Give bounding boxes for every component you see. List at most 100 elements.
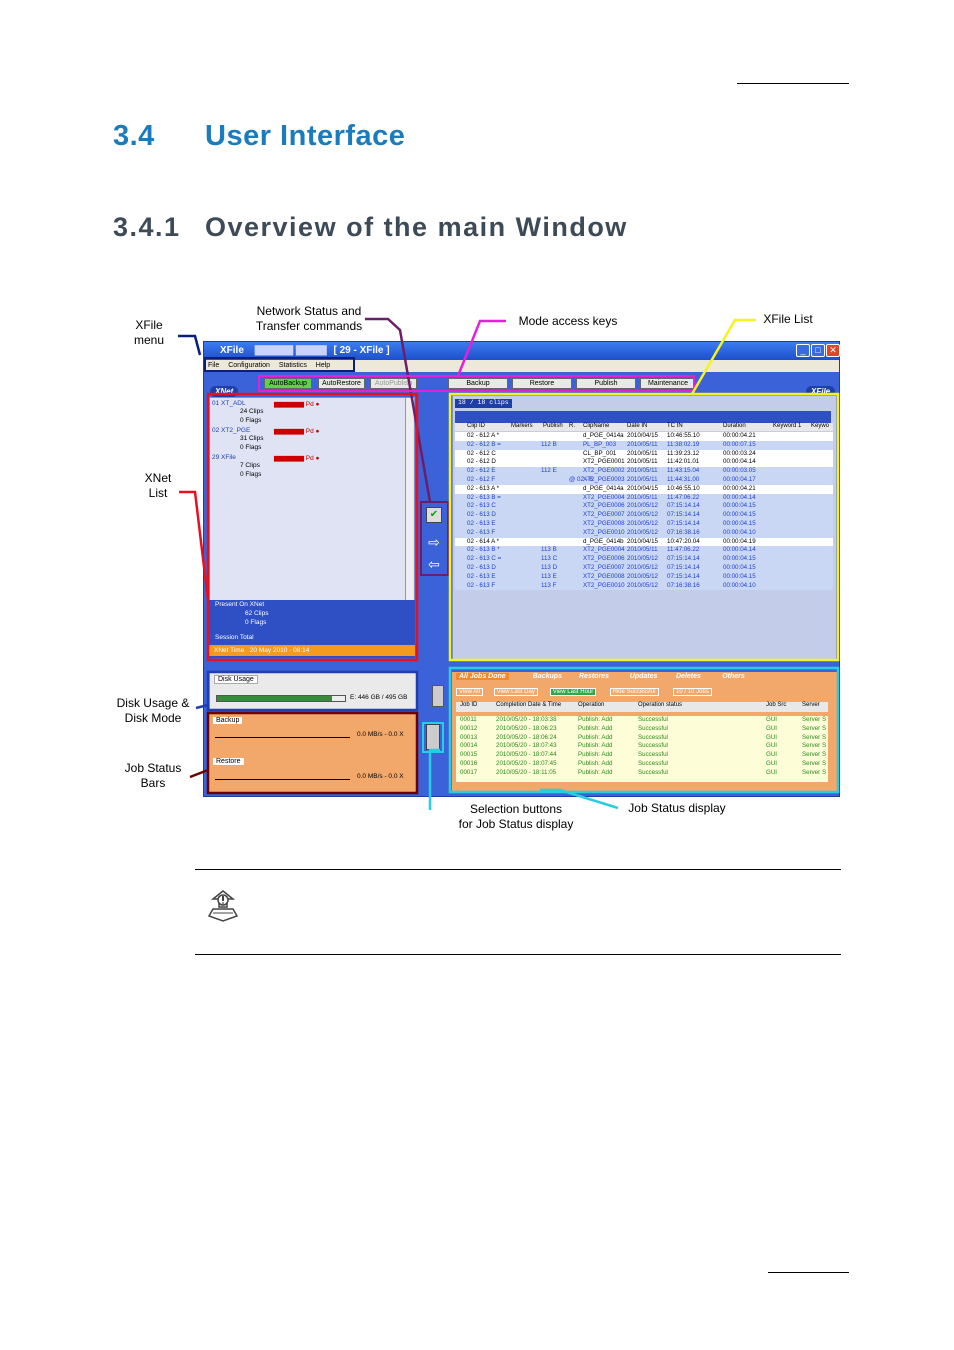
menu-help[interactable]: Help bbox=[315, 362, 331, 369]
arrow-left-icon[interactable]: ⇦ bbox=[428, 556, 440, 572]
maintenance-key[interactable]: Maintenance bbox=[640, 378, 696, 389]
table-cell: 2010/05/12 bbox=[627, 528, 658, 536]
autorestore-key[interactable]: AutoRestore bbox=[318, 378, 365, 389]
xfile-toolbar[interactable] bbox=[455, 411, 831, 424]
table-cell: 11:42:01.01 bbox=[667, 458, 700, 466]
job-filter-button[interactable]: Hide Successful bbox=[609, 688, 659, 696]
job-filter-button[interactable]: View Last Day bbox=[493, 688, 538, 696]
xnet-group-name[interactable]: 02 XT2_PGE bbox=[212, 427, 251, 434]
job-tab[interactable]: Others bbox=[719, 673, 748, 680]
table-cell: Publish: Add bbox=[578, 716, 613, 723]
job-tab[interactable]: Restores bbox=[576, 673, 612, 680]
table-cell: 2010/05/20 - 18:07:45 bbox=[496, 759, 557, 767]
table-cell: 00:00:04.10 bbox=[723, 528, 756, 536]
table-cell: GUI bbox=[766, 751, 778, 759]
table-cell: GUI bbox=[766, 724, 778, 732]
menu-configuration[interactable]: Configuration bbox=[228, 362, 270, 369]
table-cell: XT2_PGE0008 bbox=[583, 572, 625, 580]
table-cell: 2010/05/11 bbox=[627, 546, 658, 554]
table-cell: 00:00:04.15 bbox=[723, 572, 756, 580]
xnet-group-clips: 24 Clips bbox=[240, 408, 264, 415]
callout-job-bars: Job Status Bars bbox=[124, 761, 182, 790]
job-filter-button[interactable]: View All bbox=[456, 688, 483, 696]
callout-xfile-menu: XFile menu bbox=[133, 318, 165, 347]
table-cell: 10:46:55.10 bbox=[667, 484, 700, 492]
backup-progress-bar bbox=[215, 734, 350, 738]
table-cell: 00:00:04.15 bbox=[723, 555, 756, 563]
table-cell: 2010/05/20 - 18:11:05 bbox=[496, 768, 557, 776]
table-cell: 00:00:04.19 bbox=[723, 537, 756, 545]
table-cell: XT2_PGE0006 bbox=[583, 502, 625, 510]
table-cell: Publish: Add bbox=[578, 724, 613, 732]
job-tab[interactable]: Backups bbox=[529, 673, 565, 680]
restore-rate: 0.0 MB/s - 0.0 X bbox=[357, 773, 404, 780]
close-button[interactable]: ✕ bbox=[826, 344, 840, 357]
autobackup-key[interactable]: AutoBackup bbox=[264, 378, 312, 389]
xnet-group-name[interactable]: 29 XFile bbox=[212, 454, 236, 461]
xnet-group-clips: 7 Clips bbox=[240, 462, 260, 469]
menu-file[interactable]: File bbox=[208, 362, 220, 369]
table-cell: XT2_PGE0004 bbox=[583, 546, 625, 554]
xnet-scrollbar[interactable] bbox=[405, 398, 413, 601]
job-status-display: All Jobs Done Backups Restores Updates Delet… bbox=[452, 672, 837, 792]
table-cell: GUI bbox=[766, 768, 778, 776]
disk-mode-button[interactable] bbox=[432, 685, 444, 707]
publish-key[interactable]: Publish bbox=[576, 378, 636, 389]
minimize-button[interactable]: _ bbox=[796, 344, 810, 357]
arrow-right-icon[interactable]: ⇨ bbox=[428, 534, 440, 550]
restore-key[interactable]: Restore bbox=[512, 378, 572, 389]
note-box bbox=[195, 869, 841, 955]
table-cell: 02 - 613 B = bbox=[467, 493, 501, 501]
present-label: Present On XNet bbox=[215, 601, 265, 608]
table-cell: Server S bbox=[802, 751, 827, 759]
menu-statistics[interactable]: Statistics bbox=[278, 362, 307, 369]
present-clips: 62 Clips bbox=[245, 610, 269, 617]
table-cell: Server S bbox=[802, 733, 827, 741]
table-cell: 00:00:04.14 bbox=[723, 546, 756, 554]
job-tab[interactable]: All Jobs Done bbox=[456, 673, 509, 680]
table-cell: 2010/05/20 - 18:07:44 bbox=[496, 751, 557, 759]
table-cell: 02 - 613 F bbox=[467, 528, 496, 536]
job-tab[interactable]: Deletes bbox=[673, 673, 704, 680]
job-tab[interactable]: Updates bbox=[626, 673, 661, 680]
xfile-badge: XFile bbox=[806, 386, 836, 397]
session-total: Session Total bbox=[215, 634, 254, 641]
job-filter-button[interactable]: View Last Hour bbox=[549, 688, 597, 696]
autopublish-key[interactable]: AutoPublish bbox=[370, 378, 417, 389]
backup-key[interactable]: Backup bbox=[448, 378, 508, 389]
table-cell: Publish: Add bbox=[578, 768, 613, 776]
job-filter-button[interactable]: 10 / 10 Jobs bbox=[673, 688, 712, 696]
check-icon[interactable]: ✔ bbox=[426, 507, 442, 523]
table-cell: d_PGE_0414a bbox=[583, 432, 624, 439]
table-cell: 11:43:15.04 bbox=[667, 467, 700, 475]
maximize-button[interactable]: □ bbox=[811, 344, 825, 357]
table-cell: d_PGE_0414a bbox=[583, 484, 624, 492]
xnet-group-name[interactable]: 01 XT_ADL bbox=[212, 400, 246, 407]
